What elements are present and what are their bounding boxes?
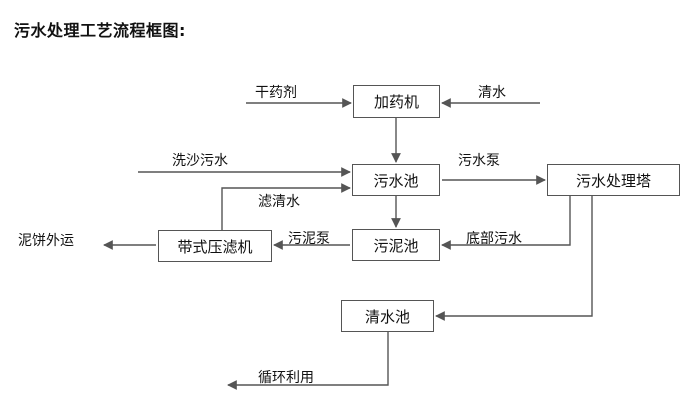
edge-clear-pool-to-recycle [227, 332, 389, 390]
node-dosing-machine[interactable]: 加药机 [353, 85, 440, 118]
edge-label-sewage-pump: 污水泵 [458, 153, 500, 169]
edge-label-sludge-pump: 污泥泵 [288, 231, 330, 247]
edge-label-filtrate-water: 滤清水 [258, 194, 300, 210]
edge-tower-to-clear-pool [435, 196, 593, 321]
node-sewage-pool[interactable]: 污水池 [352, 164, 440, 196]
edge-label-bottom-sewage: 底部污水 [466, 231, 522, 247]
page-title: 污水处理工艺流程框图: [14, 21, 186, 40]
edge-label-clean-water: 清水 [478, 85, 506, 101]
edge-label-sand-washing-sewage: 洗沙污水 [172, 153, 228, 169]
node-sludge-pool[interactable]: 污泥池 [352, 229, 440, 261]
node-label: 带式压滤机 [177, 237, 253, 256]
node-belt-filter-press[interactable]: 带式压滤机 [158, 230, 272, 262]
edge-bottom-sewage-to-sludge-pool [441, 196, 571, 250]
node-label: 污泥池 [373, 236, 419, 255]
node-label: 加药机 [373, 93, 419, 111]
terminal-label-recycle-reuse: 循环利用 [258, 370, 314, 386]
node-label: 污水池 [373, 171, 419, 190]
node-treatment-tower[interactable]: 污水处理塔 [547, 164, 680, 196]
node-label: 污水处理塔 [575, 171, 651, 190]
terminal-label-mud-cake-transport: 泥饼外运 [18, 233, 74, 249]
node-label: 清水池 [364, 307, 410, 326]
node-clear-water-pool[interactable]: 清水池 [341, 300, 434, 332]
edge-label-dry-agent: 干药剂 [255, 85, 297, 101]
edge-filtrate-to-sewage-pool [221, 183, 351, 230]
